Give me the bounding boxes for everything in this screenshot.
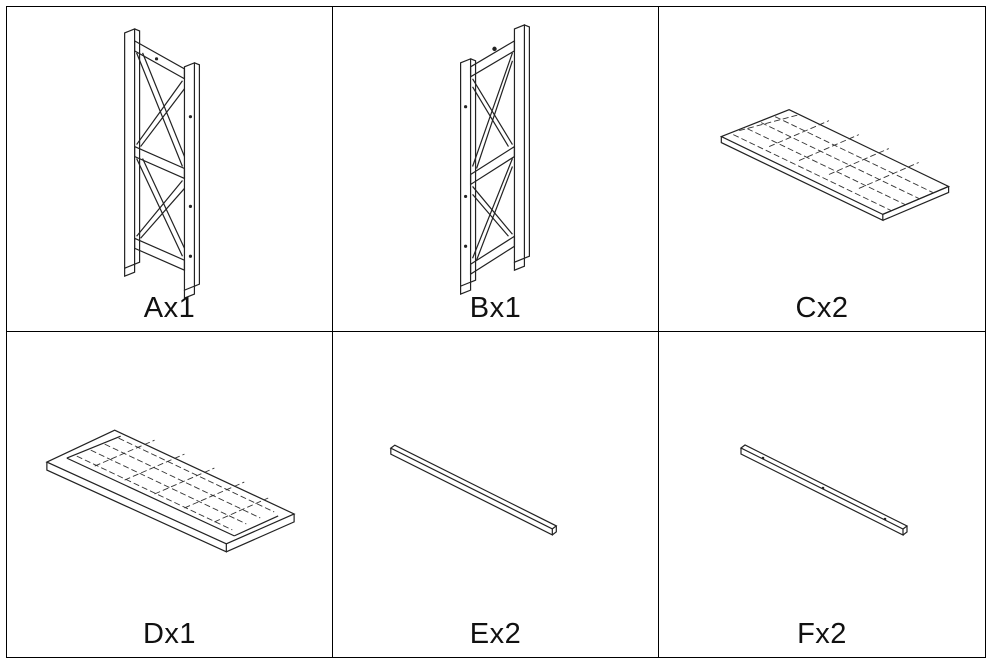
top-panel-d-drawing bbox=[7, 332, 332, 657]
rail-f-drawing bbox=[659, 332, 985, 657]
part-label: Fx2 bbox=[797, 618, 847, 650]
part-cell-d: Dx1 bbox=[7, 332, 333, 657]
rail-e-drawing bbox=[333, 332, 658, 657]
part-cell-b: Bx1 bbox=[333, 7, 659, 332]
part-label: Ax1 bbox=[143, 292, 196, 324]
part-label: Ex2 bbox=[469, 618, 522, 650]
side-frame-a-drawing bbox=[7, 7, 332, 331]
part-label: Cx2 bbox=[795, 292, 849, 324]
side-frame-b-drawing bbox=[333, 7, 658, 331]
part-cell-a: Ax1 bbox=[7, 7, 333, 332]
part-cell-f: Fx2 bbox=[659, 332, 985, 657]
part-label: Dx1 bbox=[142, 618, 197, 650]
part-label: Bx1 bbox=[469, 292, 522, 324]
shelf-panel-c-drawing bbox=[659, 7, 985, 331]
part-cell-e: Ex2 bbox=[333, 332, 659, 657]
parts-list-grid: Ax1 bbox=[6, 6, 986, 658]
part-cell-c: Cx2 bbox=[659, 7, 985, 332]
